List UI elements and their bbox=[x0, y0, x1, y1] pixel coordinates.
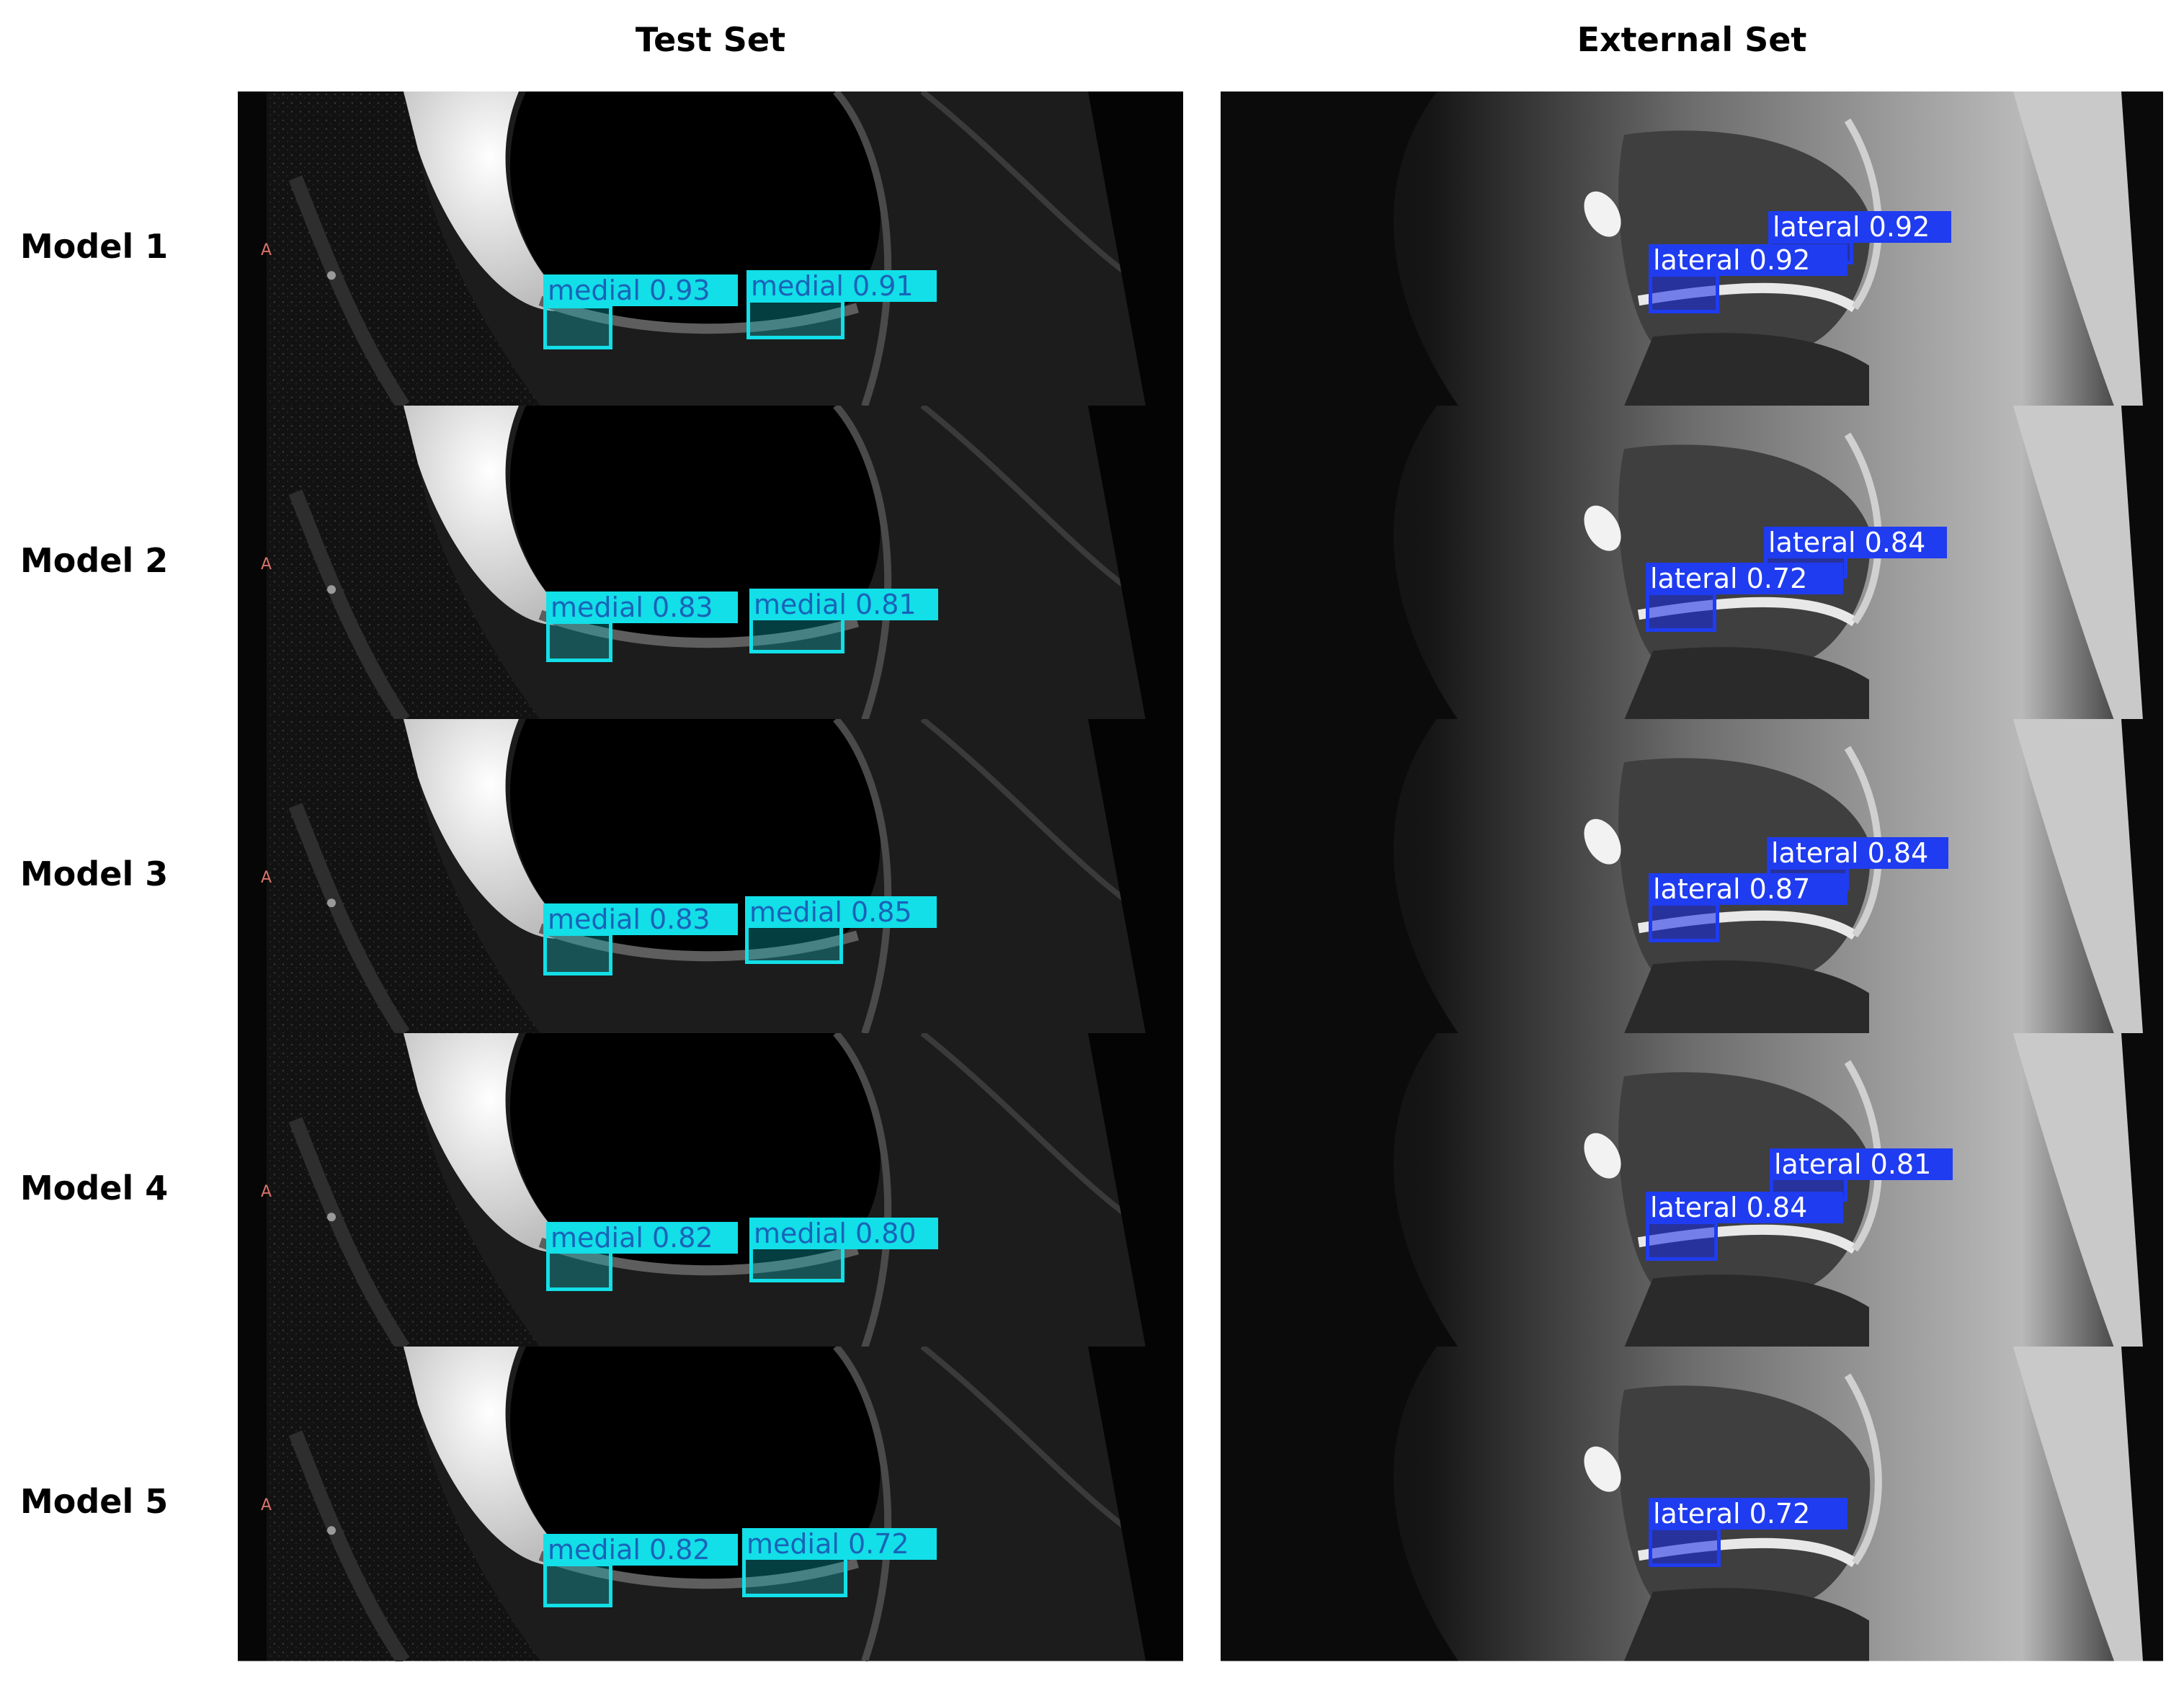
mri-image-test bbox=[238, 719, 1183, 1034]
test-bounding-box bbox=[543, 305, 612, 349]
row-label-model: Model 5 bbox=[20, 1482, 169, 1521]
test-bounding-box bbox=[543, 1563, 612, 1607]
test-bounding-box bbox=[543, 932, 612, 976]
external-detection-label: lateral 0.84 bbox=[1767, 837, 1948, 869]
external-detection-label: lateral 0.87 bbox=[1649, 873, 1848, 905]
external-detection-label: lateral 0.72 bbox=[1646, 562, 1843, 594]
test-bounding-box bbox=[749, 1244, 844, 1282]
mri-image-test bbox=[238, 1347, 1183, 1661]
row-label-model: Model 3 bbox=[20, 854, 169, 893]
external-detection-label: lateral 0.92 bbox=[1768, 211, 1951, 243]
mri-image-test bbox=[238, 405, 1183, 720]
mri-image-test bbox=[238, 91, 1183, 406]
external-set-panel: lateral 0.84 lateral 0.72 bbox=[1221, 405, 2163, 720]
external-bounding-box bbox=[1649, 1527, 1721, 1567]
test-bounding-box bbox=[742, 1555, 847, 1597]
external-set-panel: lateral 0.81 lateral 0.84 bbox=[1221, 1032, 2163, 1347]
orientation-marker: A bbox=[261, 555, 272, 573]
external-detection-label: lateral 0.84 bbox=[1646, 1191, 1843, 1223]
mri-image-external bbox=[1221, 405, 2163, 720]
external-detection-label: lateral 0.92 bbox=[1649, 244, 1848, 276]
row-label-model: Model 2 bbox=[20, 540, 169, 580]
column-title-test-set: Test Set bbox=[635, 20, 786, 59]
external-bounding-box bbox=[1646, 1220, 1718, 1261]
test-bounding-box bbox=[749, 615, 844, 653]
test-detection-label: medial 0.93 bbox=[543, 274, 738, 306]
external-detection-label: lateral 0.81 bbox=[1770, 1148, 1953, 1180]
test-detection-label: medial 0.83 bbox=[543, 903, 738, 935]
row-label-model: Model 4 bbox=[20, 1168, 169, 1207]
test-detection-label: medial 0.91 bbox=[746, 270, 937, 302]
test-detection-label: medial 0.81 bbox=[749, 588, 938, 620]
mri-image-external bbox=[1221, 91, 2163, 406]
test-bounding-box bbox=[546, 620, 612, 662]
test-detection-label: medial 0.72 bbox=[742, 1528, 937, 1560]
mri-image-external bbox=[1221, 1032, 2163, 1347]
external-set-panel: lateral 0.72 bbox=[1221, 1347, 2163, 1661]
external-detection-label: lateral 0.72 bbox=[1649, 1498, 1848, 1530]
test-detection-label: medial 0.82 bbox=[543, 1534, 738, 1566]
external-detection-label: lateral 0.84 bbox=[1764, 526, 1947, 558]
orientation-marker: A bbox=[261, 1182, 272, 1201]
test-detection-label: medial 0.80 bbox=[749, 1217, 938, 1249]
test-bounding-box bbox=[745, 924, 843, 964]
orientation-marker: A bbox=[261, 241, 272, 259]
test-detection-label: medial 0.83 bbox=[546, 591, 738, 623]
row-label-model: Model 1 bbox=[20, 227, 169, 266]
external-bounding-box bbox=[1649, 273, 1719, 313]
orientation-marker: A bbox=[261, 1496, 272, 1514]
test-bounding-box bbox=[746, 299, 844, 339]
external-set-panel: lateral 0.84 lateral 0.87 bbox=[1221, 719, 2163, 1034]
test-detection-label: medial 0.85 bbox=[745, 896, 937, 928]
orientation-marker: A bbox=[261, 869, 272, 887]
external-bounding-box bbox=[1646, 591, 1716, 632]
mri-image-test bbox=[238, 1032, 1183, 1347]
external-bounding-box bbox=[1649, 902, 1719, 942]
test-bounding-box bbox=[546, 1249, 612, 1291]
test-detection-label: medial 0.82 bbox=[546, 1221, 738, 1254]
column-title-external-set: External Set bbox=[1577, 20, 1807, 59]
